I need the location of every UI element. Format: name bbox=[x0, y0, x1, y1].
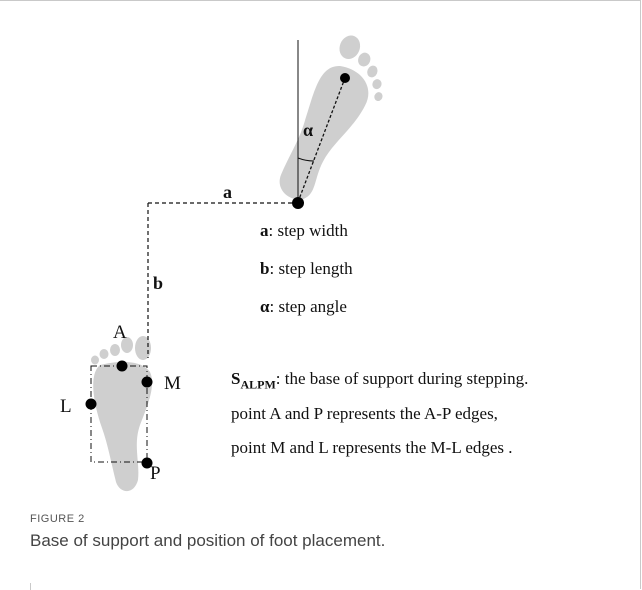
legend-step-length: b: step length bbox=[260, 259, 353, 279]
point-P bbox=[141, 457, 153, 469]
legend-key-a: a bbox=[260, 221, 269, 240]
description-line-1: SALPM: the base of support during steppi… bbox=[231, 369, 528, 392]
label-M: M bbox=[164, 373, 181, 394]
label-alpha: α bbox=[303, 120, 313, 140]
point-A bbox=[116, 360, 128, 372]
legend-text-alpha: : step angle bbox=[269, 297, 347, 316]
angle-arc bbox=[297, 157, 315, 162]
label-b: b bbox=[153, 273, 163, 293]
legend-key-alpha: α bbox=[260, 297, 270, 316]
point-M bbox=[141, 376, 153, 388]
figure-caption: Base of support and position of foot pla… bbox=[30, 531, 386, 550]
upper-foot-footprint bbox=[279, 35, 383, 200]
label-L: L bbox=[60, 396, 72, 417]
legend-key-b: b bbox=[260, 259, 270, 278]
description-line-1-text: : the base of support during stepping. bbox=[275, 369, 529, 388]
legend-text-a: : step width bbox=[268, 221, 348, 240]
figure-label: FIGURE 2 bbox=[30, 513, 85, 525]
frame-edge bbox=[30, 583, 31, 590]
foot-axis-line bbox=[297, 77, 346, 203]
upper-heel-point bbox=[292, 197, 304, 209]
lower-foot-footprint bbox=[91, 336, 153, 492]
label-a: a bbox=[223, 182, 232, 202]
upper-toe-point bbox=[340, 73, 350, 83]
legend-step-width: a: step width bbox=[260, 221, 348, 241]
legend-text-b: : step length bbox=[269, 259, 353, 278]
salpm-symbol: SALPM bbox=[231, 369, 276, 392]
legend-step-angle: α: step angle bbox=[260, 297, 347, 317]
description-line-2: point A and P represents the A-P edges, bbox=[231, 404, 498, 423]
label-A: A bbox=[113, 322, 127, 343]
description-line-3: point M and L represents the M-L edges . bbox=[231, 438, 513, 457]
point-L bbox=[85, 398, 97, 410]
label-P: P bbox=[150, 463, 161, 484]
